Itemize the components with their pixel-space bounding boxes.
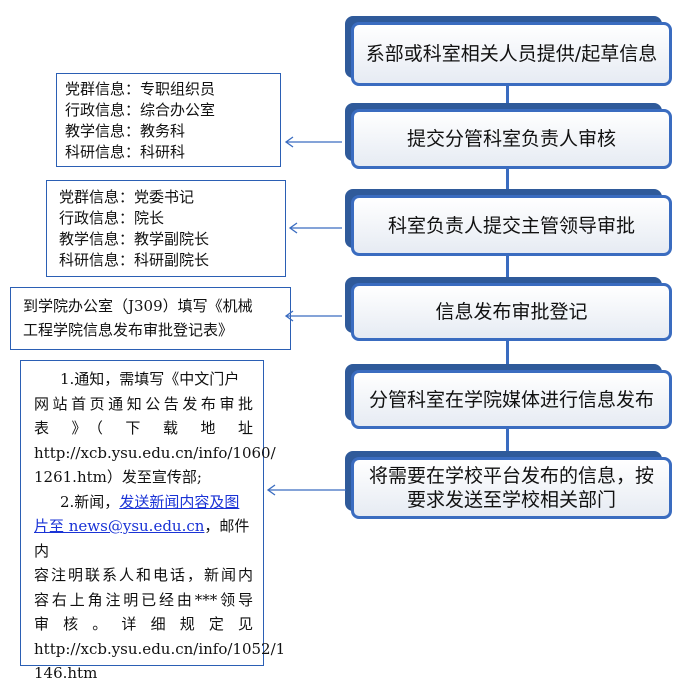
note-university: 1.通知，需填写《中文门户 网站首页通知公告发布审批 表 》（ 下 载 地 址 … xyxy=(20,360,286,682)
note-line: 网站首页通知公告发布审批 xyxy=(34,394,253,413)
step-college-publish: 分管科室在学院媒体进行信息发布 xyxy=(345,364,672,429)
step-label: 信息发布审批登记 xyxy=(351,283,672,341)
note-reviewers: 党群信息：专职组织员 行政信息：综合办公室 教学信息：教务科 科研信息：科研科 xyxy=(56,73,281,167)
note-registration: 到学院办公室（J309）填写《机械 工程学院信息发布审批登记表》 xyxy=(10,287,291,350)
arrow-left-icon xyxy=(266,484,346,496)
arrow-left-icon xyxy=(284,136,342,148)
note-line: 工程学院信息发布审批登记表》 xyxy=(23,321,234,339)
note-line: http://xcb.ysu.edu.cn/info/1060/ xyxy=(34,443,276,462)
note-line: 到学院办公室（J309）填写《机械 xyxy=(23,297,253,315)
note-text: 2.新闻， xyxy=(60,492,120,511)
note-text: ，邮件内 xyxy=(34,517,250,560)
note-line: 容右上角注明已经由***领导 xyxy=(34,590,253,609)
step-label: 将需要在学校平台发布的信息，按要求发送至学校相关部门 xyxy=(351,457,672,519)
note-line: 行政信息：院长 xyxy=(59,209,165,227)
note-line: 表 》（ 下 载 地 址 xyxy=(34,419,253,437)
step-draft: 系部或科室相关人员提供/起草信息 xyxy=(345,16,672,86)
connector xyxy=(506,255,509,280)
step-section-review: 提交分管科室负责人审核 xyxy=(345,103,672,169)
step-registration: 信息发布审批登记 xyxy=(345,277,672,341)
connector xyxy=(506,85,509,107)
note-line: 行政信息：综合办公室 xyxy=(65,101,216,119)
arrow-left-icon xyxy=(284,310,342,322)
step-leader-approval: 科室负责人提交主管领导审批 xyxy=(345,189,672,256)
note-line: 党群信息：党委书记 xyxy=(59,188,195,206)
note-line: 146.htm xyxy=(34,664,98,682)
step-university-submit: 将需要在学校平台发布的信息，按要求发送至学校相关部门 xyxy=(345,451,672,519)
note-line: http://xcb.ysu.edu.cn/info/1052/1 xyxy=(34,639,286,658)
email-link[interactable]: 发送新闻内容及图 xyxy=(119,492,240,511)
email-link[interactable]: 片至 news@ysu.edu.cn xyxy=(34,517,205,535)
connector xyxy=(506,168,509,192)
note-line: 科研信息：科研科 xyxy=(65,143,186,161)
note-approvers: 党群信息：党委书记 行政信息：院长 教学信息：教学副院长 科研信息：科研副院长 xyxy=(46,180,286,277)
step-label: 科室负责人提交主管领导审批 xyxy=(351,195,672,256)
note-line: 党群信息：专职组织员 xyxy=(65,80,216,98)
connector xyxy=(506,428,509,454)
step-label: 提交分管科室负责人审核 xyxy=(351,109,672,169)
note-line: 教学信息：教务科 xyxy=(65,122,186,140)
arrow-left-icon xyxy=(288,222,342,234)
note-line: 审 核 。 详 细 规 定 见 xyxy=(34,615,253,633)
note-line: 容注明联系人和电话，新闻内 xyxy=(34,566,253,584)
note-line: 1.通知，需填写《中文门户 xyxy=(60,370,240,388)
note-line: 教学信息：教学副院长 xyxy=(59,230,210,248)
step-label: 分管科室在学院媒体进行信息发布 xyxy=(351,370,672,429)
step-label: 系部或科室相关人员提供/起草信息 xyxy=(351,22,672,86)
note-line: 科研信息：科研副院长 xyxy=(59,251,210,269)
connector xyxy=(506,340,509,368)
note-line: 1261.htm）发至宣传部; xyxy=(34,468,202,486)
